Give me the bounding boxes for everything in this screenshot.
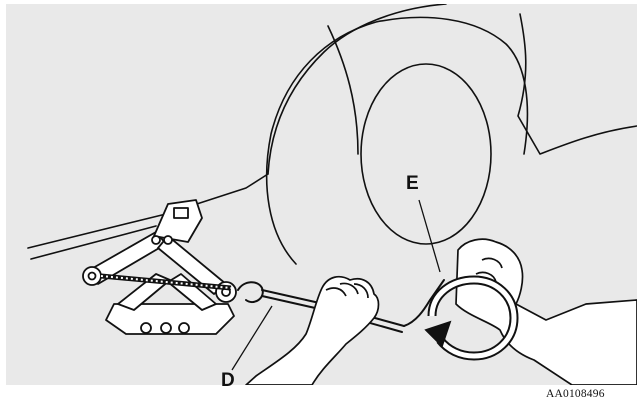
illustration-panel bbox=[6, 4, 637, 385]
callout-label-e: E bbox=[406, 173, 419, 195]
callout-label-d: D bbox=[221, 370, 235, 392]
figure-id-label: AA0108496 bbox=[546, 388, 605, 400]
